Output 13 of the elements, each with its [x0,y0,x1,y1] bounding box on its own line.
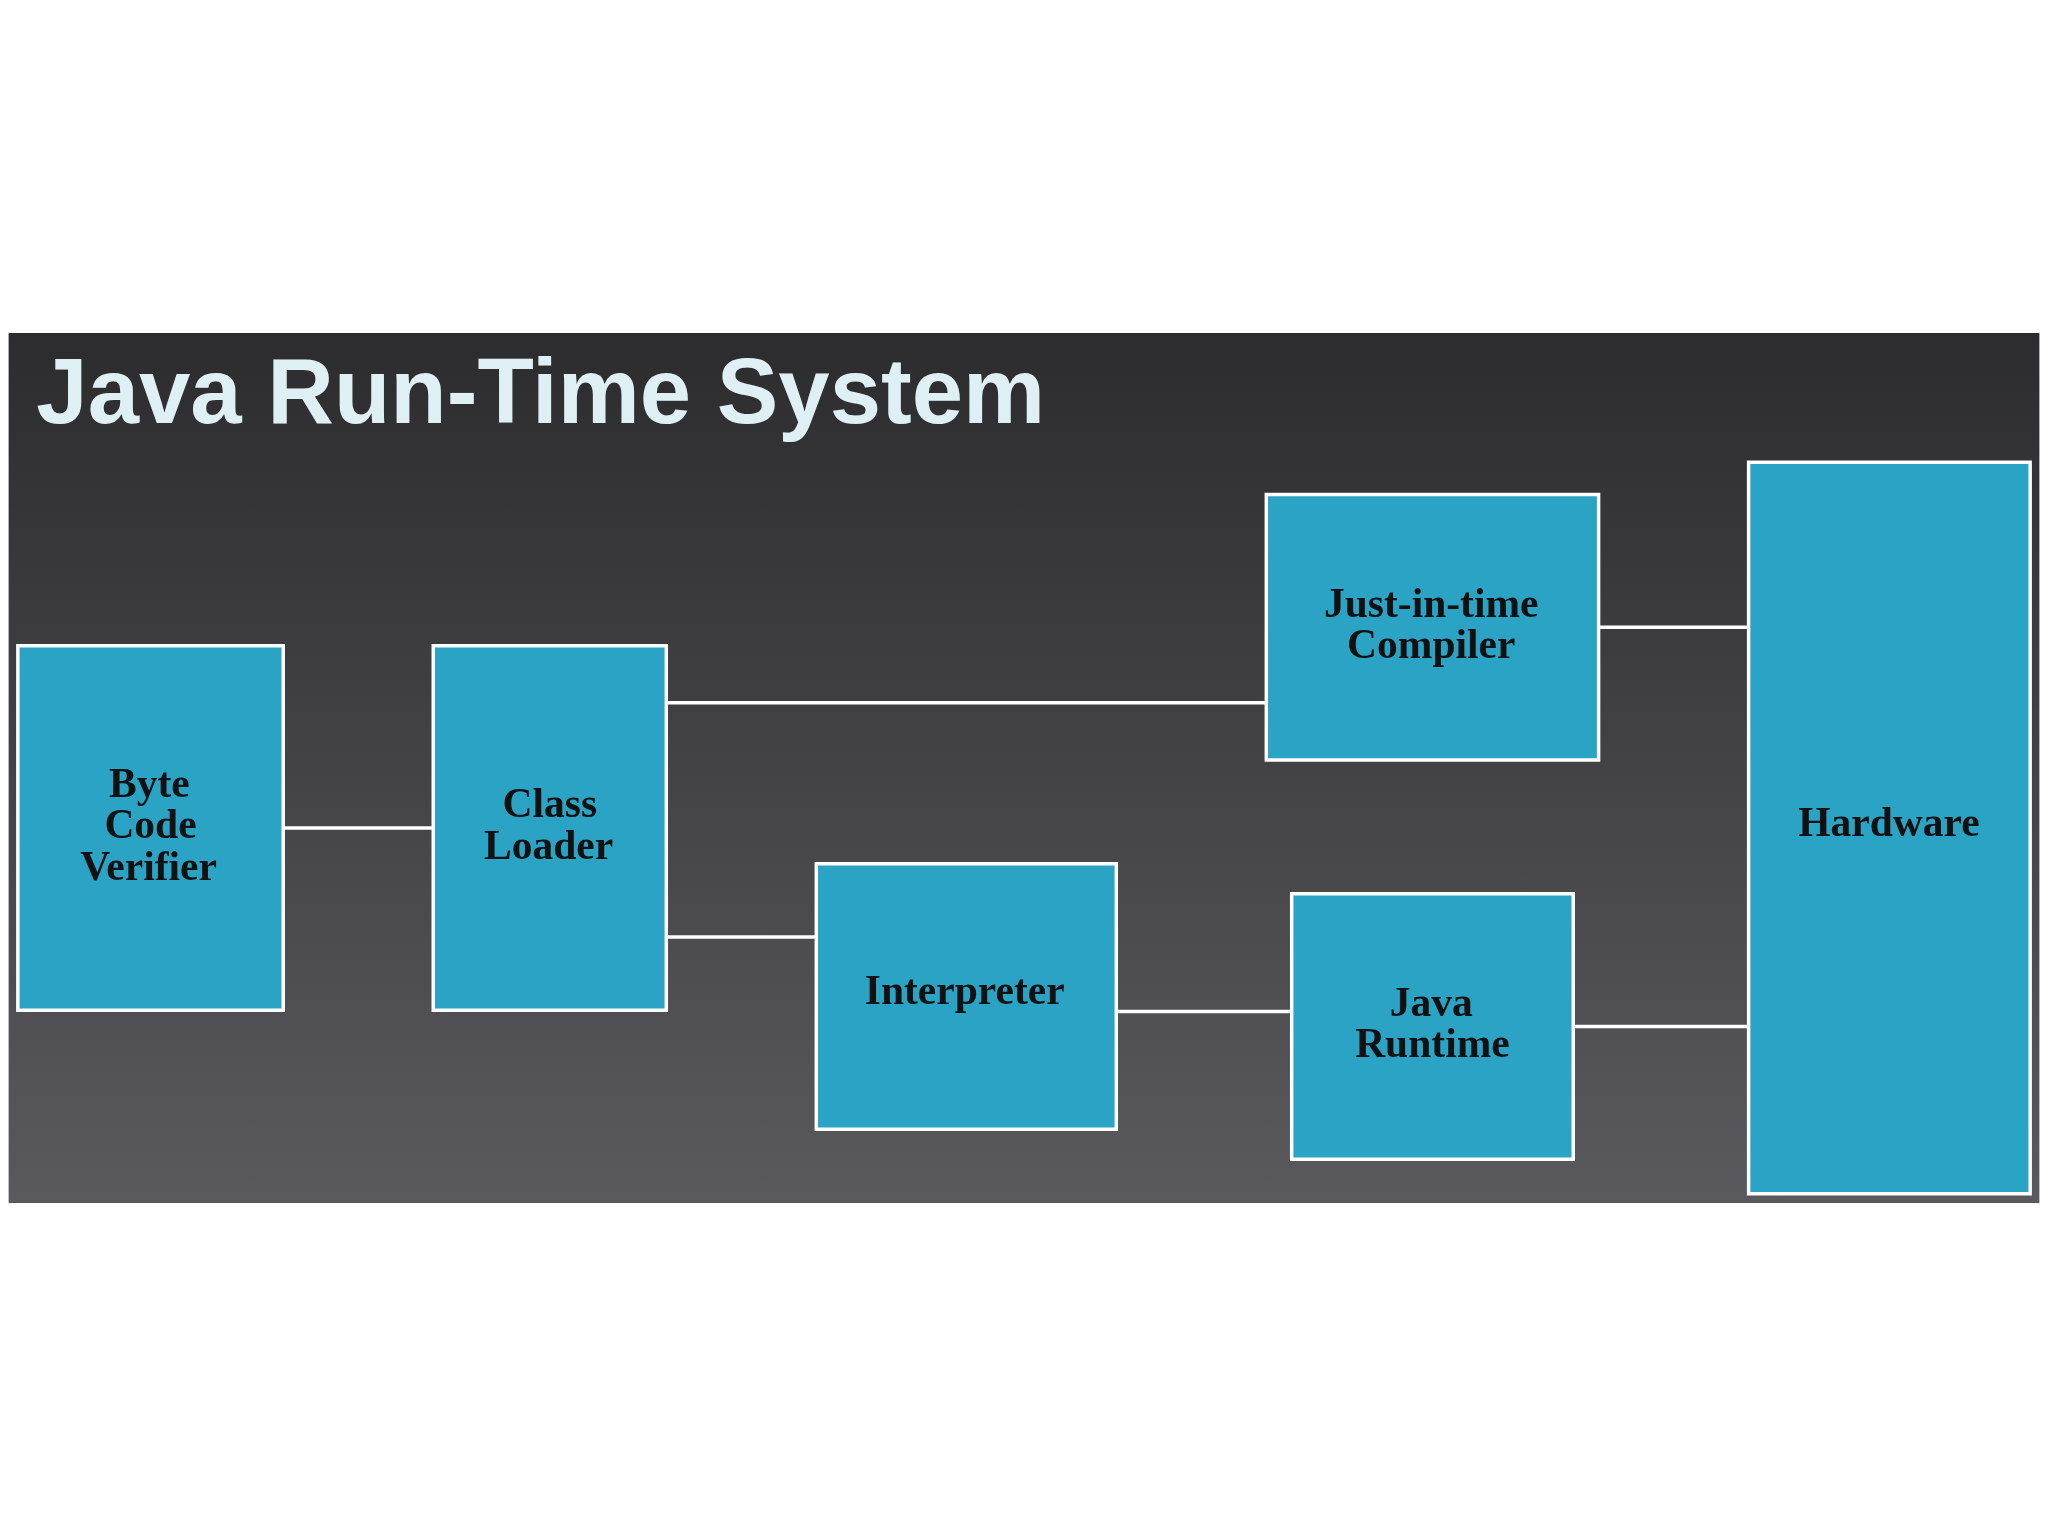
node-box: Just-in-time Compiler [1264,492,1601,762]
node-box: Class Loader [431,643,669,1013]
diagram-title: Java Run-Time System [36,339,1046,443]
node-box: Java Runtime [1289,892,1575,1161]
connector [1573,1024,1749,1029]
connector [1598,625,1749,629]
connector [1116,1009,1292,1014]
node-box: Hardware [1746,460,2032,1196]
connector [667,701,1266,705]
connector [283,826,433,830]
node-box: Interpreter [814,862,1119,1131]
connector [666,935,816,939]
node-box: Byte Code Verifier [16,643,285,1013]
